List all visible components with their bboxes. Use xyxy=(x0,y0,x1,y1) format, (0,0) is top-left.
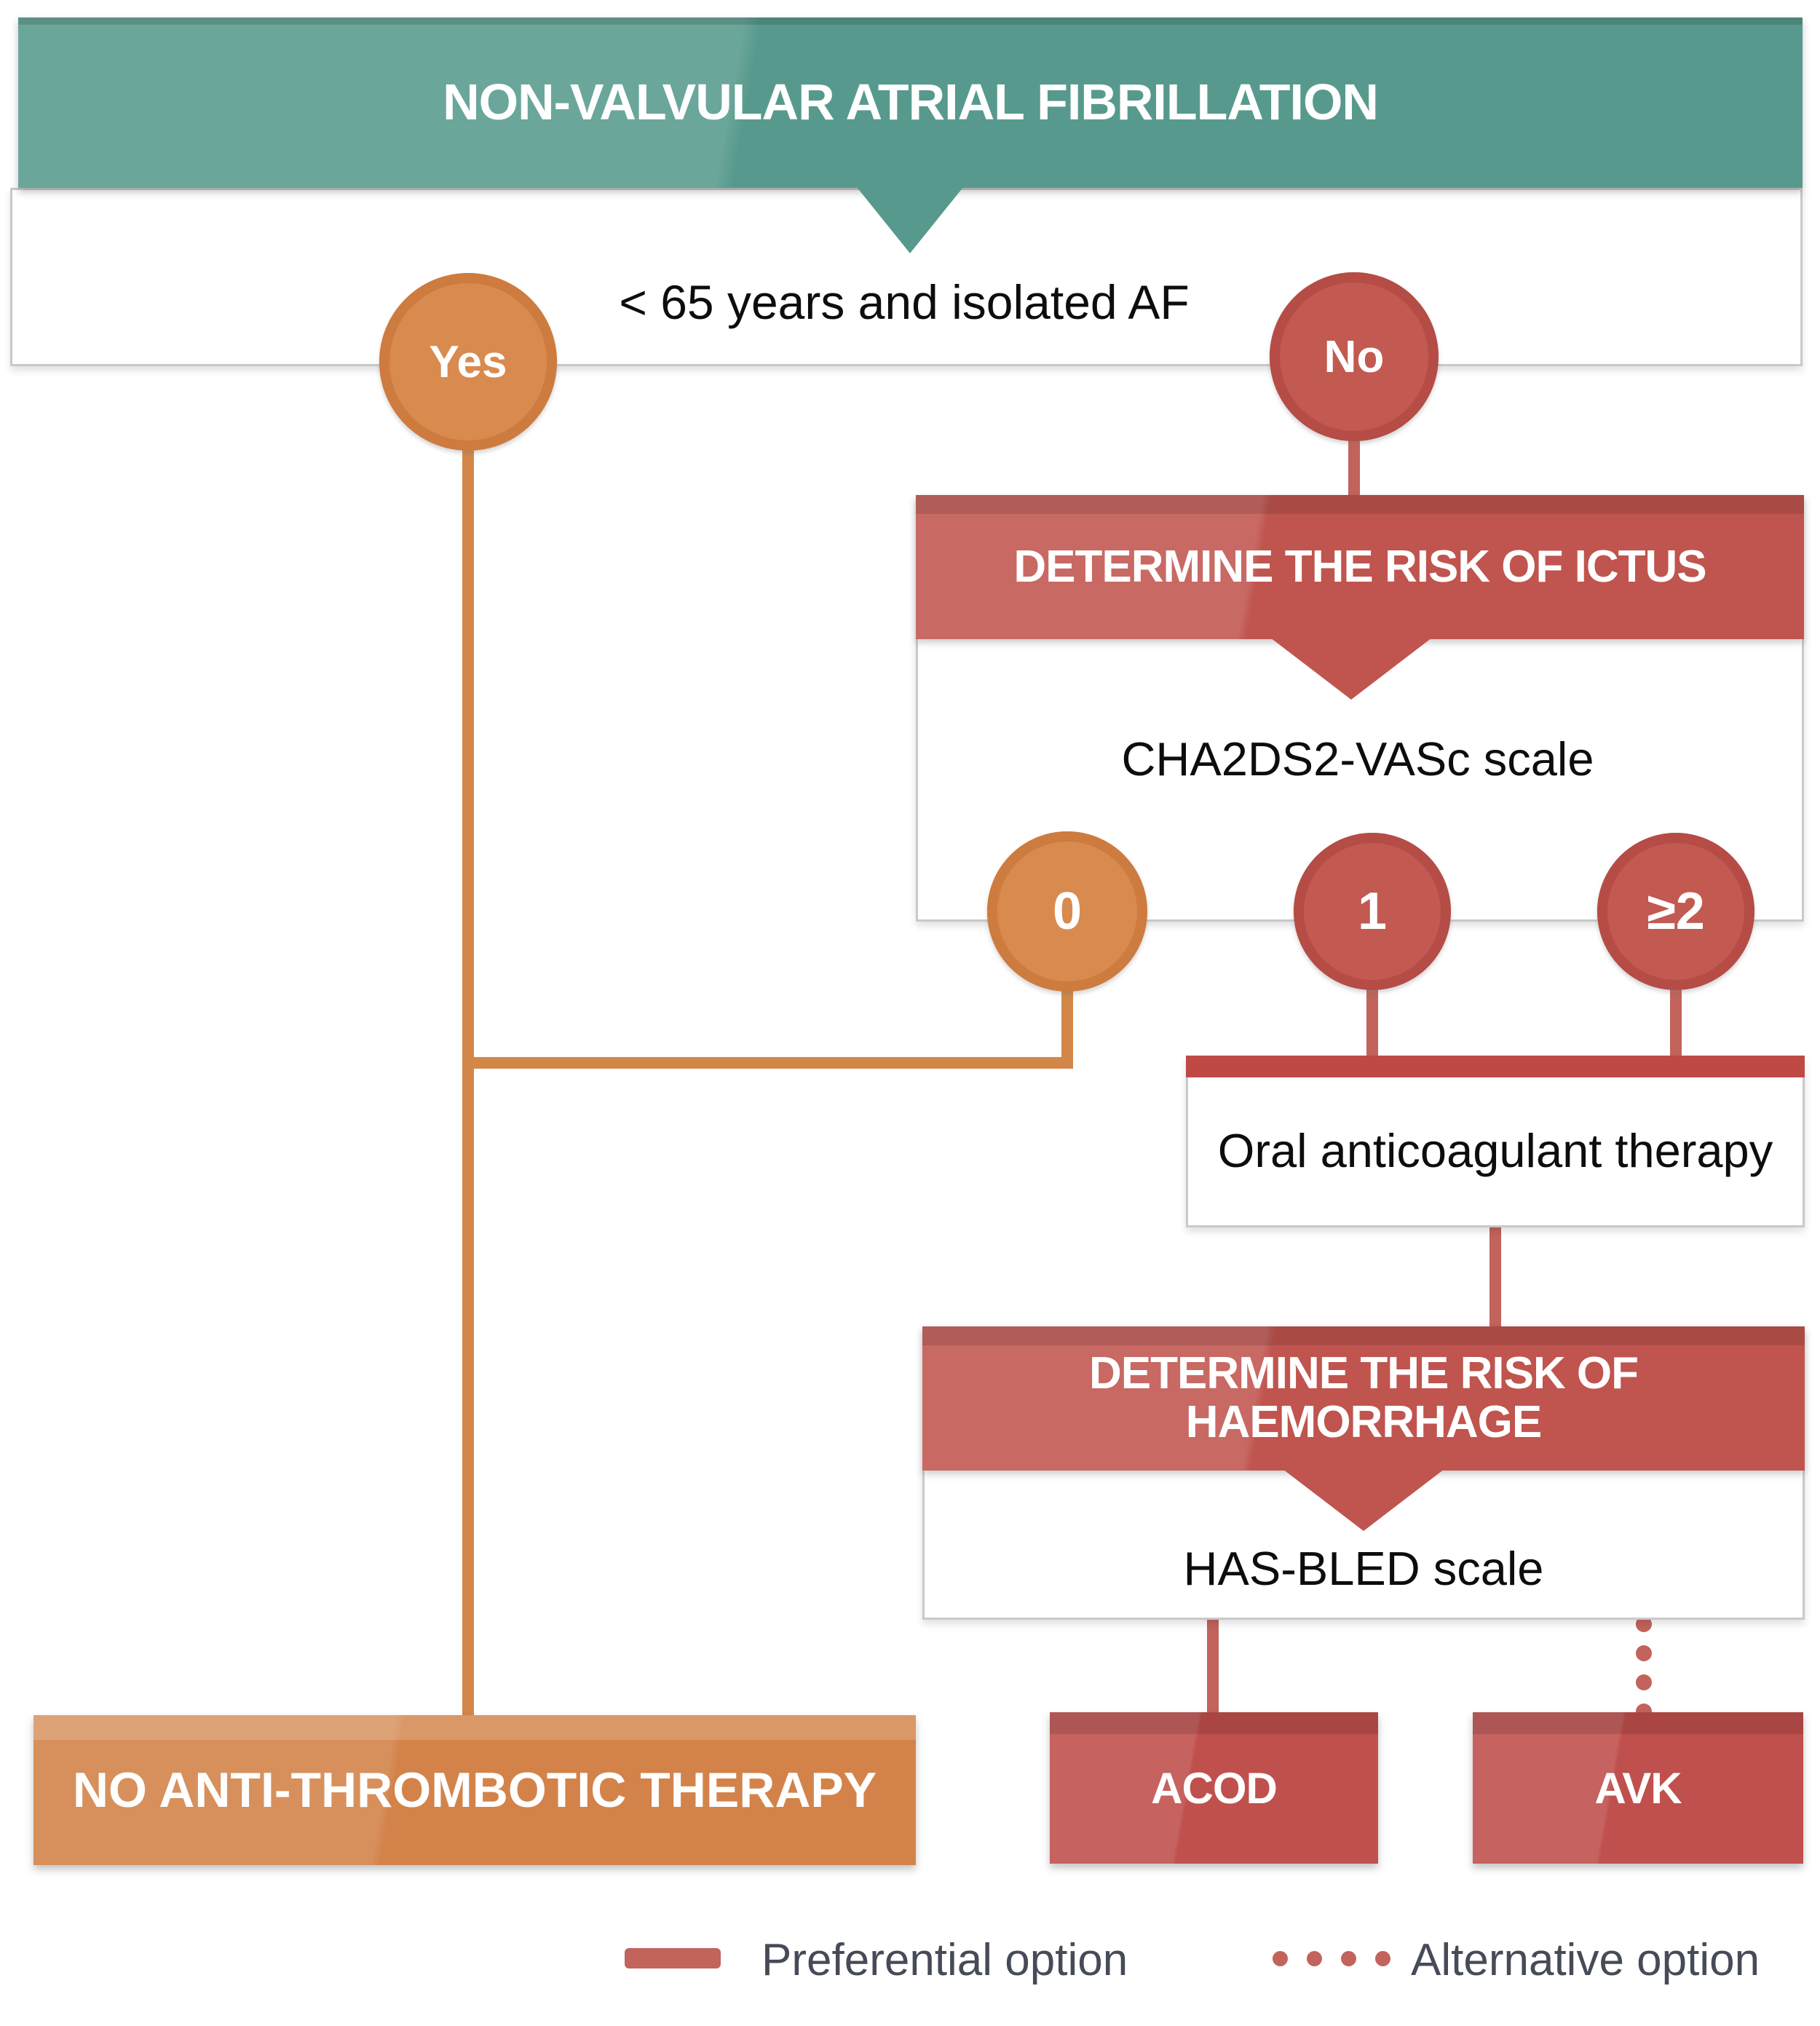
af-banner-pointer xyxy=(856,186,964,253)
oral-therapy-box xyxy=(1186,1056,1805,1227)
legend-alternative-label: Alternative option xyxy=(1411,1934,1760,1985)
dotted-segment-dot xyxy=(1636,1645,1652,1661)
score-geq2-node: ≥2 xyxy=(1597,833,1754,990)
dotted-segment-dot xyxy=(1636,1616,1652,1632)
connector-geq2-vertical xyxy=(1670,989,1682,1058)
no-node: No xyxy=(1270,272,1439,441)
haemorrhage-banner: DETERMINE THE RISK OF HAEMORRHAGE xyxy=(922,1326,1805,1471)
legend-dot xyxy=(1307,1951,1322,1966)
no-therapy-box: NO ANTI-THROMBOTIC THERAPY xyxy=(33,1715,916,1865)
connector-zero-horizontal xyxy=(462,1057,1073,1069)
question-text: < 65 years and isolated AF xyxy=(619,275,1190,329)
legend-dot xyxy=(1273,1951,1288,1966)
legend-preferential-line xyxy=(625,1948,721,1968)
oral-therapy-top-bar xyxy=(1186,1056,1805,1077)
dotted-segment-dot xyxy=(1636,1674,1652,1690)
avk-box: AVK xyxy=(1473,1712,1803,1864)
hasbled-scale-text: HAS-BLED scale xyxy=(1183,1541,1544,1595)
haemorrhage-banner-pointer xyxy=(1283,1469,1444,1531)
ictus-banner-pointer xyxy=(1270,638,1432,700)
legend-alternative-dots xyxy=(1273,1951,1390,1966)
legend-dot xyxy=(1375,1951,1390,1966)
ictus-scale-text: CHA2DS2-VASc scale xyxy=(1121,732,1594,786)
af-banner-title: NON-VALVULAR ATRIAL FIBRILLATION xyxy=(443,74,1379,131)
score-1-node: 1 xyxy=(1294,833,1451,990)
connector-oral-vertical xyxy=(1489,1227,1501,1329)
af-banner: NON-VALVULAR ATRIAL FIBRILLATION xyxy=(18,17,1803,188)
connector-one-vertical xyxy=(1366,989,1378,1058)
ictus-banner-title: DETERMINE THE RISK OF ICTUS xyxy=(1013,541,1706,592)
connector-zero-vertical xyxy=(1061,989,1073,1063)
score-0-node: 0 xyxy=(987,831,1147,992)
legend-dot xyxy=(1341,1951,1356,1966)
connector-avk-dotted xyxy=(1636,1616,1652,1720)
legend-preferential-label: Preferential option xyxy=(761,1934,1128,1985)
yes-node: Yes xyxy=(379,273,557,451)
connector-acod-vertical xyxy=(1207,1620,1219,1714)
connector-no-vertical xyxy=(1348,435,1360,501)
connector-yes-vertical xyxy=(462,444,474,1718)
haemorrhage-banner-line1: DETERMINE THE RISK OF xyxy=(1088,1348,1639,1399)
ictus-banner: DETERMINE THE RISK OF ICTUS xyxy=(916,495,1804,639)
haemorrhage-banner-line2: HAEMORRHAGE xyxy=(1185,1397,1542,1447)
oral-therapy-text: Oral anticoagulant therapy xyxy=(1217,1123,1773,1177)
acod-box: ACOD xyxy=(1050,1712,1378,1864)
